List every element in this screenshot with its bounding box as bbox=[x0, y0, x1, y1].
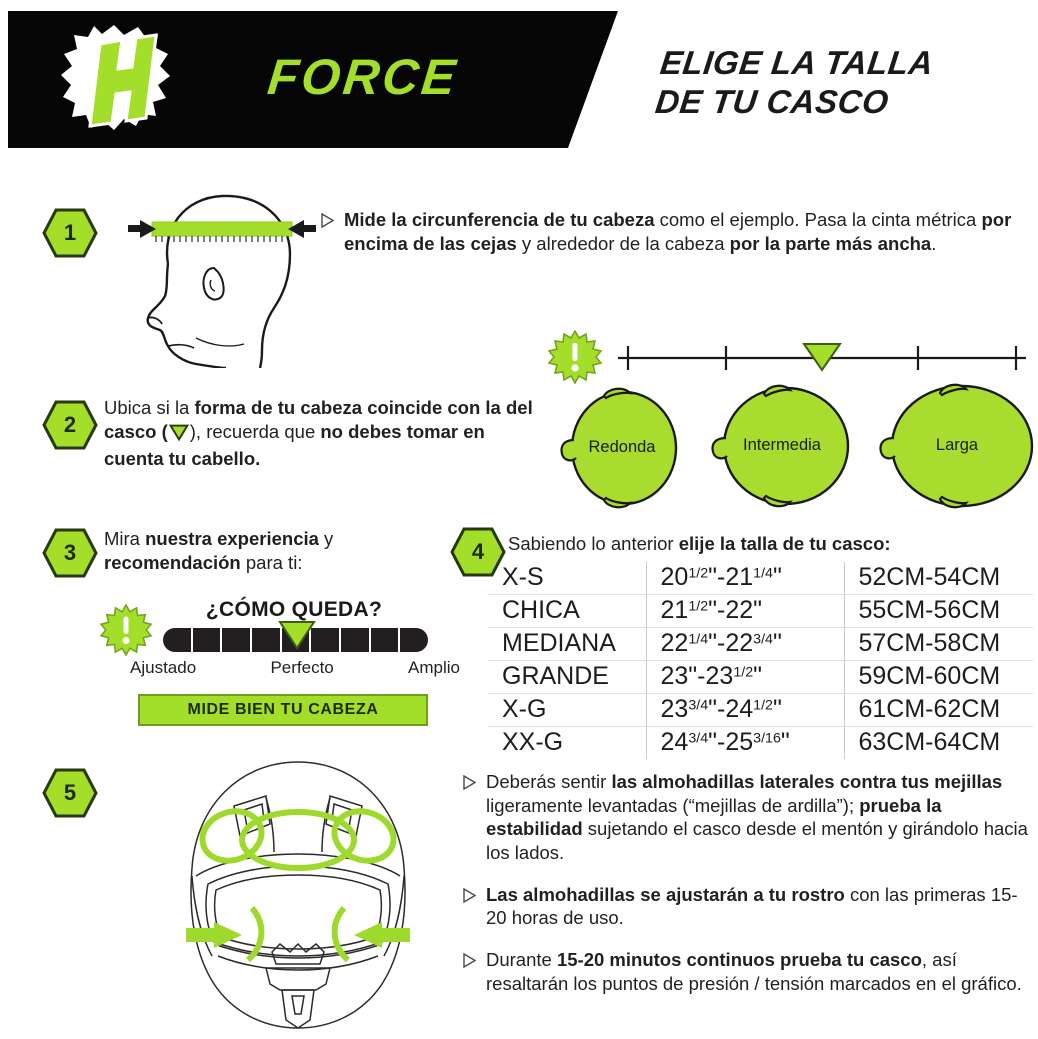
gauge-title: ¿CÓMO QUEDA? bbox=[205, 598, 383, 621]
head-top-view-round-icon: Redonda bbox=[558, 384, 686, 512]
step-number-1: 1 bbox=[63, 220, 77, 245]
head-shape-label-2: Larga bbox=[935, 436, 979, 454]
size-cm-cell: 57CM-58CM bbox=[844, 627, 1033, 661]
gauge-labels: Ajustado Perfecto Amplio bbox=[130, 658, 460, 678]
step-1-instruction: Mide la circunferencia de tu cabeza como… bbox=[320, 208, 1020, 256]
size-name-cell: XX-G bbox=[502, 728, 564, 756]
head-shapes-group: Redonda Intermedia Larga bbox=[547, 326, 1038, 514]
pressure-ellipse-right bbox=[331, 808, 397, 864]
step-badge-2: 2 bbox=[42, 400, 98, 450]
triangle-right-bullet-icon bbox=[462, 953, 476, 969]
list-item: Durante 15-20 minutos continuos prueba t… bbox=[462, 948, 1038, 995]
size-cm-cell: 55CM-56CM bbox=[844, 594, 1033, 628]
size-inches-cell: 243/4"-253/16" bbox=[645, 726, 845, 759]
page-header: FORCE ELIGE LA TALLA DE TU CASCO bbox=[0, 0, 1038, 158]
force-h-logo-icon bbox=[58, 22, 178, 138]
size-cm-cell: 59CM-60CM bbox=[844, 660, 1033, 694]
size-cm-cell: 52CM-54CM bbox=[844, 562, 1033, 595]
head-profile-with-tape-measure-icon bbox=[110, 168, 340, 370]
step-2-text: Ubica si la forma de tu cabeza coincide … bbox=[104, 397, 533, 470]
step-3-text: Mira nuestra experiencia y recomendación… bbox=[104, 528, 334, 574]
step-number-2: 2 bbox=[63, 412, 77, 437]
gauge-label-1: Perfecto bbox=[270, 658, 334, 677]
step-2-instruction: Ubica si la forma de tu cabeza coincide … bbox=[104, 396, 534, 471]
step-number-5: 5 bbox=[63, 780, 77, 805]
gauge-segment bbox=[252, 628, 282, 652]
gauge-segment bbox=[282, 628, 312, 652]
head-top-view-intermediate-icon: Intermedia bbox=[708, 380, 856, 512]
triangle-right-bullet-icon bbox=[320, 213, 334, 228]
step-4-instruction: Sabiendo lo anterior elije la talla de t… bbox=[508, 532, 1028, 556]
head-shape-label-0: Redonda bbox=[588, 438, 656, 456]
starburst-exclamation-icon bbox=[547, 329, 603, 385]
head-top-view-long-icon: Larga bbox=[878, 378, 1036, 514]
head-shape-scale-bar bbox=[610, 334, 1034, 376]
triangle-right-bullet-icon bbox=[462, 887, 476, 903]
step-1-text: Mide la circunferencia de tu cabeza como… bbox=[344, 209, 1012, 255]
starburst-exclamation-icon bbox=[99, 603, 153, 657]
list-item: Las almohadillas se ajustarán a tu rostr… bbox=[462, 883, 1038, 930]
page-title: ELIGE LA TALLA DE TU CASCO bbox=[653, 44, 1038, 122]
page-title-line1: ELIGE LA TALLA bbox=[658, 44, 936, 81]
size-cm-cell: 63CM-64CM bbox=[858, 728, 1001, 756]
pressure-ellipse-center bbox=[239, 809, 357, 871]
head-shape-label-1: Intermedia bbox=[743, 436, 821, 454]
size-inches-cell: 233/4"-241/2" bbox=[645, 693, 845, 727]
size-name-cell: CHICA bbox=[488, 594, 646, 628]
size-inches-cell: 201/2"-211/4" bbox=[645, 562, 845, 595]
fit-tips-bullet-list: Deberás sentir las almohadillas laterale… bbox=[462, 770, 1038, 1013]
step-3-instruction: Mira nuestra experiencia y recomendación… bbox=[104, 527, 434, 575]
size-inches-cell: 221/4"-223/4" bbox=[645, 627, 845, 661]
step-badge-1: 1 bbox=[42, 208, 98, 258]
gauge-segment bbox=[163, 628, 193, 652]
green-down-triangle-marker-icon bbox=[168, 423, 189, 447]
step-badge-3: 3 bbox=[42, 528, 98, 578]
step-4-text: Sabiendo lo anterior elije la talla de t… bbox=[508, 533, 891, 554]
size-name-cell: GRANDE bbox=[488, 660, 646, 694]
measure-head-cta-button[interactable]: MIDE BIEN TU CABEZA bbox=[138, 694, 428, 726]
helmet-front-view-pressure-points-icon bbox=[148, 756, 448, 1034]
size-name-cell: X-S bbox=[488, 562, 646, 595]
bullet-text: Las almohadillas se ajustarán a tu rostr… bbox=[486, 883, 1018, 929]
gauge-segment bbox=[193, 628, 223, 652]
step-badge-5: 5 bbox=[42, 768, 98, 818]
pressure-ellipse-left bbox=[199, 808, 265, 864]
gauge-label-2: Amplio bbox=[408, 658, 460, 677]
gauge-segment bbox=[400, 628, 428, 652]
bullet-text: Deberás sentir las almohadillas laterale… bbox=[486, 771, 1028, 864]
size-name-cell: MEDIANA bbox=[488, 627, 646, 661]
step-number-4: 4 bbox=[471, 539, 485, 564]
gauge-segment bbox=[311, 628, 342, 652]
list-item: Deberás sentir las almohadillas laterale… bbox=[462, 770, 1038, 865]
gauge-segment bbox=[371, 628, 401, 652]
size-inches-cell: 211/2"-22" bbox=[645, 594, 845, 628]
gauge-segment bbox=[222, 628, 253, 652]
size-inches-cell: 23"-231/2" bbox=[645, 660, 845, 694]
size-name-cell: X-G bbox=[488, 693, 646, 727]
step-number-3: 3 bbox=[63, 540, 77, 565]
bullet-text: Durante 15-20 minutos continuos prueba t… bbox=[486, 949, 1022, 994]
page-title-line2: DE TU CASCO bbox=[653, 82, 891, 120]
triangle-right-bullet-icon bbox=[462, 775, 476, 790]
gauge-label-0: Ajustado bbox=[130, 658, 197, 677]
table-row: XX-G 243/4"-253/16" 63CM-64CM bbox=[488, 726, 1033, 759]
gauge-segment bbox=[341, 628, 371, 652]
green-down-triangle-marker-icon bbox=[278, 620, 316, 650]
brand-name: FORCE bbox=[265, 49, 461, 105]
size-cm-cell: 61CM-62CM bbox=[844, 693, 1033, 727]
